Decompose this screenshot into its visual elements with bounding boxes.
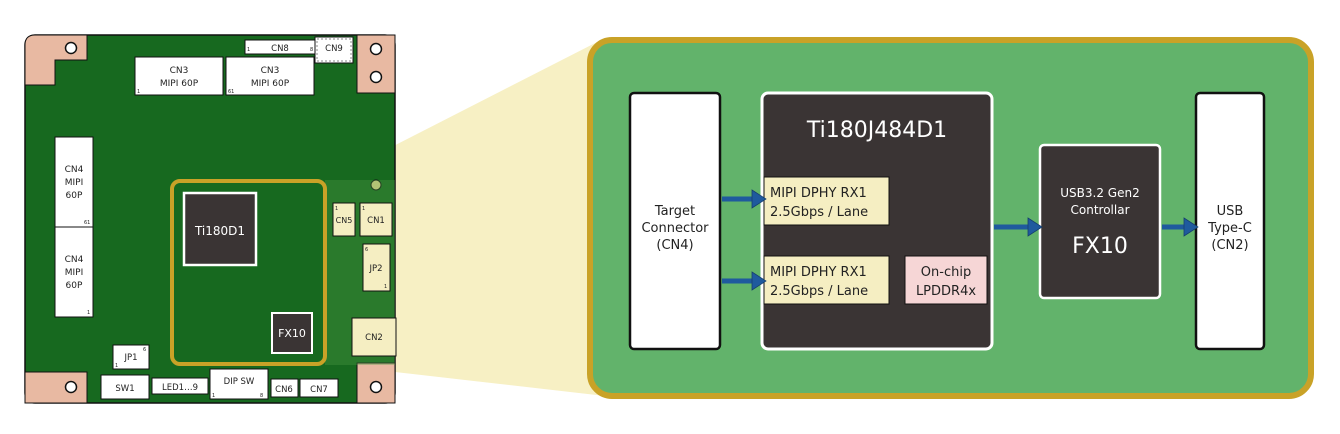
cn7-connector: CN7 — [299, 378, 339, 398]
board-zoom-frame — [170, 179, 327, 366]
cn3-right-connector: CN3 MIPI 60P 61 — [225, 56, 315, 96]
svg-text:On-chip: On-chip — [921, 265, 971, 280]
svg-text:1: 1 — [115, 363, 118, 369]
cn5-connector: CN5 1 — [332, 202, 356, 237]
cn2-connector: CN2 — [351, 317, 397, 357]
svg-text:CN3: CN3 — [170, 66, 189, 76]
led-block: LED1…9 — [151, 377, 209, 395]
svg-text:(CN2): (CN2) — [1211, 238, 1248, 253]
svg-text:CN5: CN5 — [336, 216, 353, 225]
lpddr4x-block: On-chip LPDDR4x — [904, 255, 988, 305]
svg-text:61: 61 — [84, 220, 90, 226]
svg-text:SW1: SW1 — [115, 384, 134, 394]
ti180d1-chip: Ti180D1 — [182, 191, 258, 267]
svg-text:MIPI: MIPI — [65, 178, 84, 188]
jp1-jumper: JP1 1 6 — [112, 344, 150, 370]
svg-text:LPDDR4x: LPDDR4x — [916, 284, 976, 299]
svg-text:CN7: CN7 — [310, 385, 328, 395]
svg-text:1: 1 — [137, 89, 140, 95]
svg-text:Ti180D1: Ti180D1 — [194, 224, 245, 238]
cn4-bottom-connector: CN4 MIPI 60P 1 — [54, 226, 94, 318]
svg-text:USB3.2 Gen2: USB3.2 Gen2 — [1060, 186, 1139, 200]
svg-text:1: 1 — [212, 393, 215, 399]
svg-text:Connector: Connector — [641, 221, 709, 236]
cn6-connector: CN6 — [270, 378, 299, 398]
svg-text:8: 8 — [260, 393, 263, 399]
svg-text:2.5Gbps / Lane: 2.5Gbps / Lane — [770, 284, 868, 299]
fx10-controller-block: USB3.2 Gen2 Controllar FX10 — [1038, 143, 1162, 300]
cn3-left-connector: CN3 MIPI 60P 1 — [134, 56, 224, 96]
svg-text:LED1…9: LED1…9 — [162, 383, 198, 393]
svg-text:CN6: CN6 — [275, 385, 293, 395]
usb-type-c-block: USB Type-C (CN2) — [1194, 91, 1266, 351]
fpga-title: Ti180J484D1 — [806, 118, 947, 143]
cn9-connector: CN9 — [314, 36, 354, 64]
svg-text:FX10: FX10 — [1072, 234, 1128, 259]
svg-text:61: 61 — [228, 89, 234, 95]
dip-switch: DIP SW 1 8 — [209, 368, 269, 400]
svg-text:MIPI 60P: MIPI 60P — [251, 79, 290, 89]
cn8-connector: CN8 1 8 — [244, 39, 316, 55]
svg-text:60P: 60P — [66, 281, 83, 291]
svg-text:1: 1 — [362, 206, 365, 212]
svg-text:USB: USB — [1217, 204, 1244, 219]
arrow-heads — [751, 189, 1199, 291]
svg-text:CN1: CN1 — [367, 216, 385, 226]
svg-text:MIPI 60P: MIPI 60P — [160, 79, 199, 89]
svg-text:1: 1 — [384, 284, 387, 290]
svg-text:Type-C: Type-C — [1207, 221, 1252, 236]
target-connector-block: Target Connector (CN4) — [628, 91, 722, 351]
mipi-rx-block-1: MIPI DPHY RX1 2.5Gbps / Lane — [763, 176, 890, 226]
jp2-jumper: JP2 6 1 — [362, 243, 391, 292]
svg-text:60P: 60P — [66, 191, 83, 201]
svg-text:8: 8 — [310, 47, 313, 53]
cn8-label: CN8 — [271, 44, 289, 54]
mipi-rx-block-2: MIPI DPHY RX1 2.5Gbps / Lane — [763, 255, 890, 305]
fpga-block: Ti180J484D1 MIPI DPHY RX1 2.5Gbps / Lane… — [760, 91, 994, 351]
svg-text:FX10: FX10 — [278, 327, 306, 340]
svg-text:1: 1 — [247, 47, 250, 53]
cn1-connector: CN1 1 — [359, 202, 393, 237]
sw1-switch: SW1 — [100, 374, 150, 400]
svg-text:DIP SW: DIP SW — [224, 377, 255, 387]
svg-text:CN4: CN4 — [65, 165, 84, 175]
svg-text:MIPI DPHY RX1: MIPI DPHY RX1 — [770, 186, 867, 201]
cn9-label: CN9 — [325, 44, 343, 54]
svg-text:CN2: CN2 — [365, 333, 383, 343]
svg-text:Target: Target — [654, 204, 695, 219]
svg-text:MIPI DPHY RX1: MIPI DPHY RX1 — [770, 265, 867, 280]
svg-text:6: 6 — [143, 347, 146, 353]
svg-text:2.5Gbps / Lane: 2.5Gbps / Lane — [770, 205, 868, 220]
svg-text:(CN4): (CN4) — [656, 238, 693, 253]
svg-text:JP2: JP2 — [368, 264, 382, 274]
svg-text:Controllar: Controllar — [1071, 203, 1130, 217]
svg-text:6: 6 — [365, 247, 368, 253]
svg-text:JP1: JP1 — [123, 353, 137, 363]
cn4-top-connector: CN4 MIPI 60P 61 — [54, 136, 94, 228]
svg-text:1: 1 — [335, 206, 338, 212]
svg-text:1: 1 — [87, 310, 90, 316]
fx10-chip-small: FX10 — [271, 312, 313, 354]
block-diagram: Target Connector (CN4) Ti180J484D1 MIPI … — [587, 37, 1314, 399]
svg-text:CN3: CN3 — [261, 66, 280, 76]
svg-text:CN4: CN4 — [65, 255, 84, 265]
svg-text:MIPI: MIPI — [65, 268, 84, 278]
board-photo: CN8 1 8 CN9 CN3 MIPI 60P 1 CN3 MIPI 60P … — [24, 34, 397, 404]
